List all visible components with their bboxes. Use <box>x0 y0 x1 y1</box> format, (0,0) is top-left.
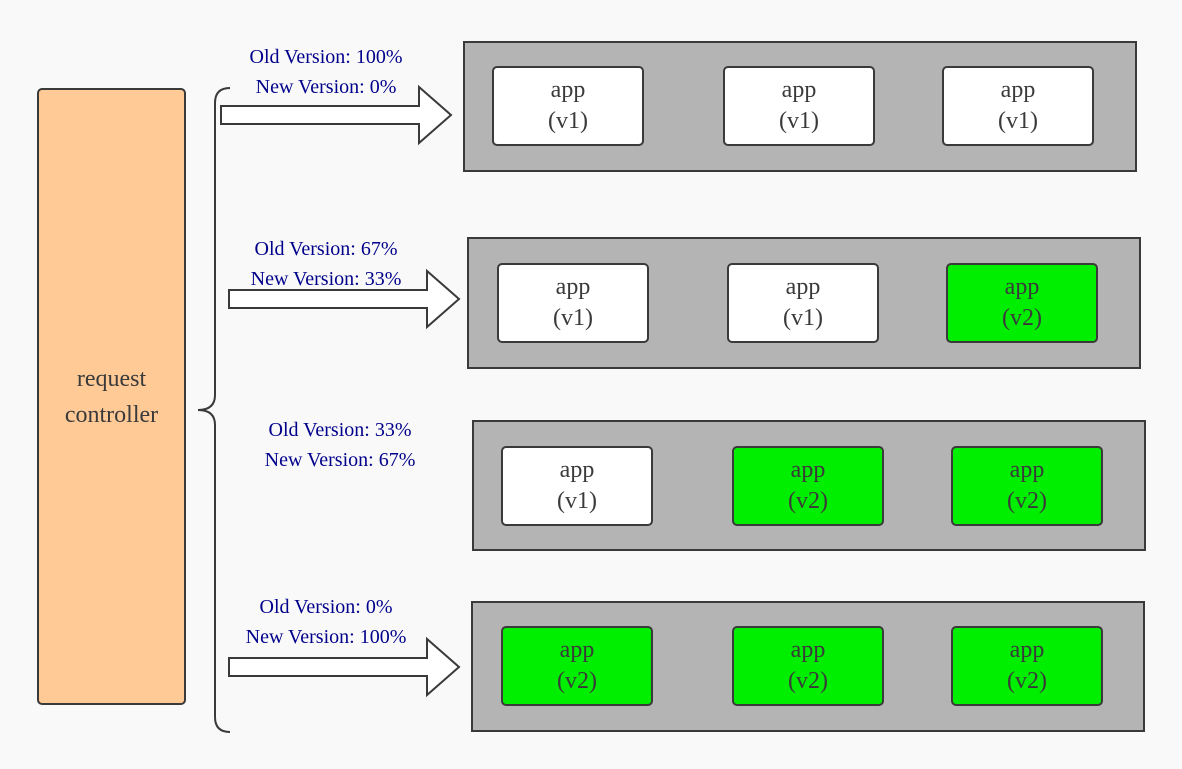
app-v1-box: app (v1) <box>492 66 644 146</box>
app-v1-box: app (v1) <box>497 263 649 343</box>
app-name-label: app <box>1009 637 1045 663</box>
app-name-label: app <box>1004 274 1040 300</box>
app-version-label: (v1) <box>783 305 823 331</box>
app-v1-box: app (v1) <box>723 66 875 146</box>
app-v1-box: app (v1) <box>942 66 1094 146</box>
app-name-label: app <box>790 637 826 663</box>
app-v1-box: app (v1) <box>501 446 653 526</box>
new-version-label: New Version: 33% <box>250 268 402 290</box>
new-version-label: New Version: 0% <box>255 76 397 98</box>
app-name-label: app <box>781 77 817 103</box>
block-arrow-icon <box>220 84 453 146</box>
old-version-label: Old Version: 100% <box>249 46 403 68</box>
app-name-label: app <box>785 274 821 300</box>
old-version-label: Old Version: 33% <box>268 419 412 441</box>
old-version-label: Old Version: 0% <box>259 596 393 618</box>
app-name-label: app <box>559 457 595 483</box>
app-version-label: (v2) <box>1007 488 1047 514</box>
app-version-label: (v2) <box>788 488 828 514</box>
block-arrow-icon <box>228 636 461 698</box>
app-version-label: (v1) <box>779 108 819 134</box>
app-v2-box: app (v2) <box>732 626 884 706</box>
block-arrow-icon <box>228 268 461 330</box>
app-name-label: app <box>555 274 591 300</box>
controller-label-line-2: controller <box>64 401 159 428</box>
app-name-label: app <box>550 77 586 103</box>
app-v2-box: app (v2) <box>946 263 1098 343</box>
app-version-label: (v1) <box>548 108 588 134</box>
controller-label-line-1: request <box>76 365 147 392</box>
new-version-label: New Version: 67% <box>264 449 416 471</box>
app-v2-box: app (v2) <box>951 446 1103 526</box>
app-v2-box: app (v2) <box>951 626 1103 706</box>
app-v1-box: app (v1) <box>727 263 879 343</box>
app-version-label: (v2) <box>1002 305 1042 331</box>
app-name-label: app <box>559 637 595 663</box>
app-version-label: (v2) <box>1007 668 1047 694</box>
app-name-label: app <box>1000 77 1036 103</box>
new-version-label: New Version: 100% <box>245 626 407 648</box>
app-v2-box: app (v2) <box>732 446 884 526</box>
old-version-label: Old Version: 67% <box>254 238 398 260</box>
app-v2-box: app (v2) <box>501 626 653 706</box>
app-name-label: app <box>790 457 826 483</box>
app-version-label: (v1) <box>553 305 593 331</box>
app-version-label: (v2) <box>557 668 597 694</box>
request-controller-box: request controller <box>37 88 186 705</box>
app-version-label: (v1) <box>998 108 1038 134</box>
curly-brace-icon <box>197 87 231 733</box>
app-version-label: (v1) <box>557 488 597 514</box>
app-version-label: (v2) <box>788 668 828 694</box>
app-name-label: app <box>1009 457 1045 483</box>
